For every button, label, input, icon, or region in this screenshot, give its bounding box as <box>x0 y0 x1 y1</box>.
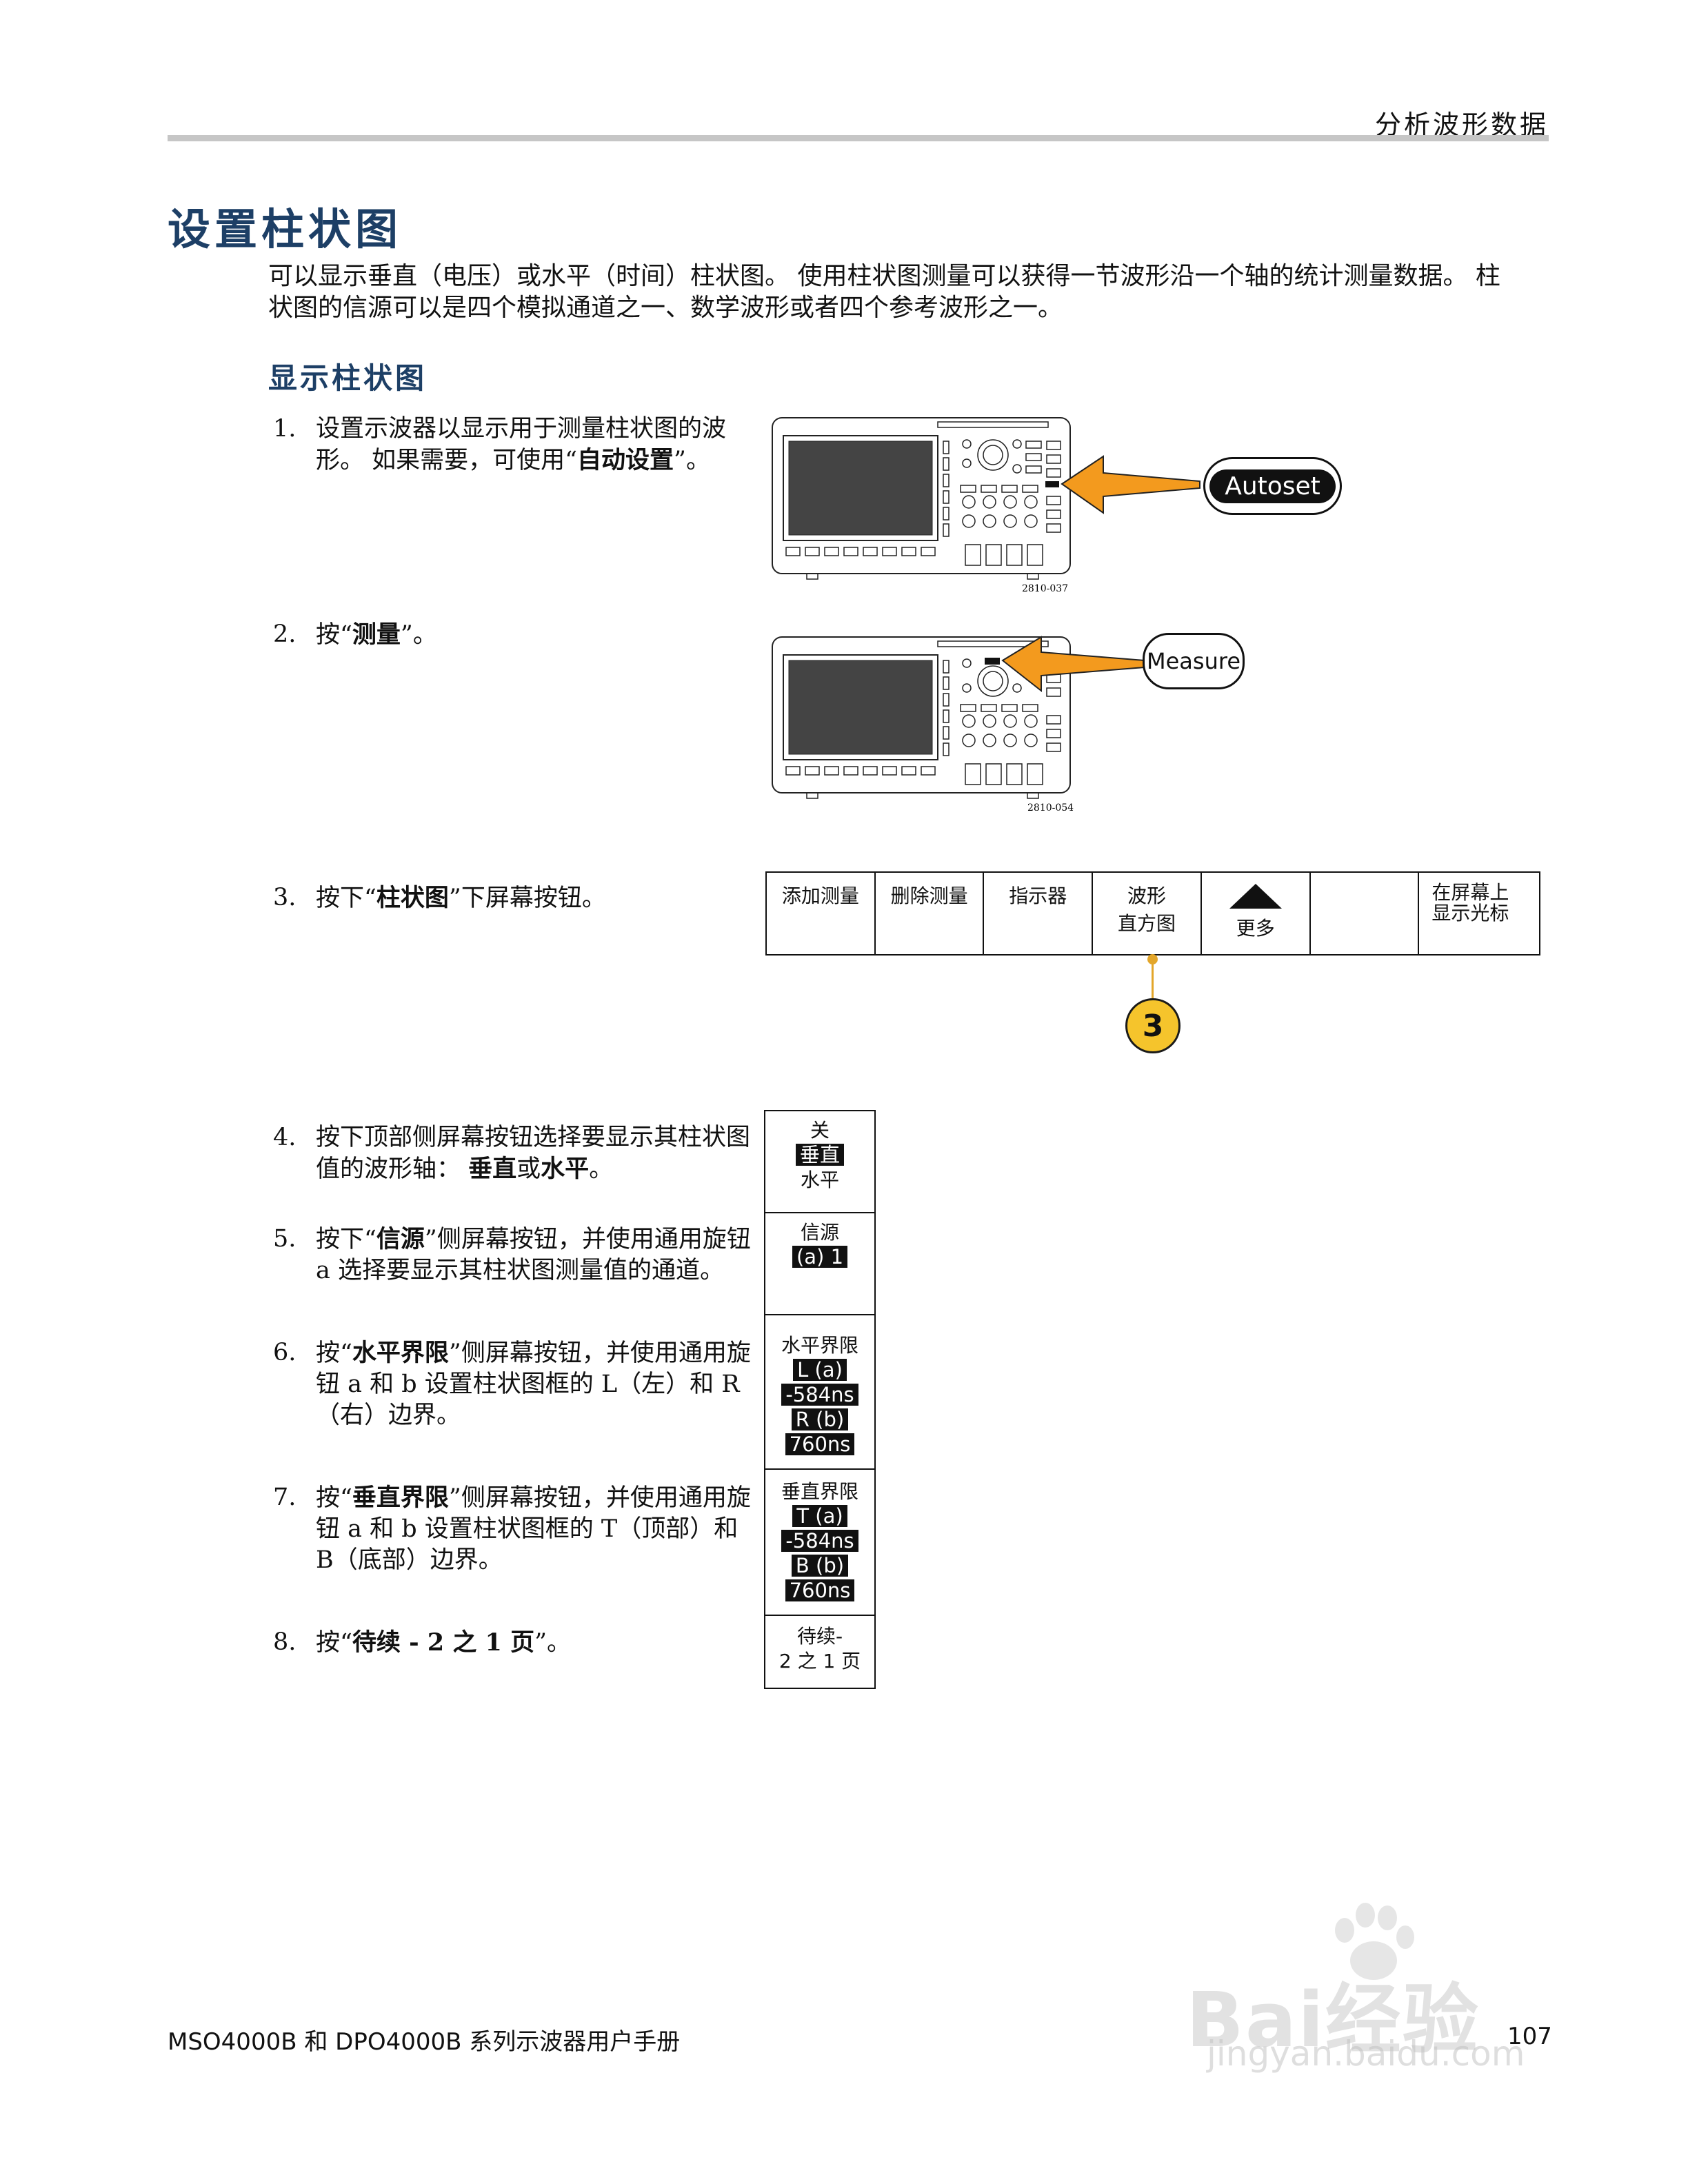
side-key-horizontal-limits[interactable]: 水平界限 L (a) -584ns R (b) 760ns <box>764 1314 876 1470</box>
figure-id: 2810-054 <box>1027 802 1074 813</box>
axis-off-label: 关 <box>810 1119 830 1142</box>
step-bold: 柱状图 <box>376 884 449 912</box>
step-number: 1. <box>273 415 297 443</box>
softkey-indicators[interactable]: 指示器 <box>984 873 1094 954</box>
step-bold: 垂直界限 <box>352 1484 449 1512</box>
intro-paragraph: 可以显示垂直（电压）或水平（时间）柱状图。 使用柱状图测量可以获得一节波形沿一个… <box>268 262 1500 322</box>
watermark: Bai经验 jingyan.baidu.com <box>1186 1903 1572 2074</box>
hlimits-a: L (a) <box>793 1359 847 1381</box>
softkey-label: 添加测量 <box>781 884 859 907</box>
step-text: ”。 <box>674 447 710 474</box>
softkey-show-cursors[interactable]: 在屏幕上显示光标 <box>1419 873 1539 954</box>
step-bold: 垂直 <box>468 1155 517 1183</box>
page-number: 107 <box>1507 2023 1552 2050</box>
step-text: 或 <box>516 1155 541 1183</box>
badge-leader-line <box>1152 960 1154 1000</box>
step-text: 按下“ <box>316 884 376 912</box>
softkey-more[interactable]: 更多 <box>1202 873 1311 954</box>
step-number: 8. <box>273 1628 297 1656</box>
measure-button-target <box>985 658 1000 665</box>
figure-id: 2810-037 <box>1022 583 1068 594</box>
step-text: ”侧屏幕按钮，并使用通用旋钮 a 选择要显示其柱状图测量值的通道。 <box>316 1226 751 1284</box>
hlimits-b: R (b) <box>791 1408 849 1430</box>
autoset-label: Autoset <box>1209 469 1336 503</box>
vlimits-b: B (b) <box>791 1555 849 1577</box>
step-number: 5. <box>273 1225 297 1253</box>
step-text: 按下“ <box>316 1226 376 1253</box>
watermark-url: jingyan.baidu.com <box>1207 2034 1525 2074</box>
paw-icon <box>1335 1903 1414 1980</box>
side-key-continue[interactable]: 待续- 2 之 1 页 <box>764 1615 876 1689</box>
continue-page: 2 之 1 页 <box>778 1650 861 1672</box>
section-subtitle: 显示柱状图 <box>268 361 428 395</box>
step-text: 按“ <box>316 1484 352 1512</box>
arrow-autoset <box>1061 455 1200 514</box>
softkey-label: 指示器 <box>1009 884 1067 907</box>
softkey-add-measurement[interactable]: 添加测量 <box>767 873 876 954</box>
continue-label: 待续- <box>796 1625 843 1648</box>
measure-label: Measure <box>1147 648 1240 674</box>
step-number: 3. <box>273 884 297 911</box>
oscilloscope-figure-measure: 2810-054 <box>772 636 1145 813</box>
hlimits-b-value: 760ns <box>785 1433 855 1455</box>
step-bold: 信源 <box>376 1225 425 1253</box>
step-text: ”。 <box>400 621 437 649</box>
step-number: 2. <box>273 620 297 648</box>
vlimits-label: 垂直界限 <box>781 1480 858 1503</box>
softkey-label: 波形 <box>1127 884 1167 907</box>
autoset-button-target <box>1045 481 1059 487</box>
step-text: 设置示波器以显示用于测量柱状图的波形。 如果需要，可使用“ <box>316 415 727 474</box>
source-label: 信源 <box>800 1221 839 1244</box>
step-bold: 水平界限 <box>352 1339 449 1367</box>
softkey-label: 直方图 <box>1118 912 1176 935</box>
softkey-blank[interactable] <box>1311 873 1420 954</box>
hlimits-a-value: -584ns <box>781 1384 858 1406</box>
step-number: 7. <box>273 1484 297 1511</box>
vlimits-a-value: -584ns <box>781 1530 858 1552</box>
step-text: 按“ <box>316 1339 352 1367</box>
softkey-remove-measurement[interactable]: 删除测量 <box>876 873 985 954</box>
step-text: 按下顶部侧屏幕按钮选择要显示其柱状图值的波形轴： <box>316 1124 751 1183</box>
softkey-label: 显示光标 <box>1431 902 1509 924</box>
footer-manual-title: MSO4000B 和 DPO4000B 系列示波器用户手册 <box>168 2028 681 2056</box>
vlimits-a: T (a) <box>792 1505 847 1527</box>
page-title: 设置柱状图 <box>168 204 403 254</box>
side-key-source[interactable]: 信源 (a) 1 <box>764 1212 876 1315</box>
step-badge: 3 <box>1125 998 1180 1053</box>
header-rule <box>168 135 1549 141</box>
step-bold: 水平 <box>541 1155 590 1183</box>
step-text: ”。 <box>534 1629 571 1657</box>
badge-leader-dot <box>1147 954 1158 964</box>
side-key-vertical-limits[interactable]: 垂直界限 T (a) -584ns B (b) 760ns <box>764 1468 876 1616</box>
step-bold: 自动设置 <box>577 446 674 474</box>
softkey-label: 删除测量 <box>890 884 968 907</box>
bottom-menu: 添加测量 删除测量 指示器 波形直方图 更多 在屏幕上显示光标 <box>765 871 1540 956</box>
triangle-up-icon <box>1229 884 1282 909</box>
measure-callout: Measure <box>1143 633 1245 689</box>
step-bold: 测量 <box>352 620 401 649</box>
step-text: ”下屏幕按钮。 <box>448 884 606 912</box>
step-number: 4. <box>273 1124 297 1151</box>
axis-horizontal-label: 水平 <box>800 1169 839 1191</box>
side-key-axis[interactable]: 关 垂直 水平 <box>764 1110 876 1213</box>
step-text: ”侧屏幕按钮，并使用通用旋钮 a 和 b 设置柱状图框的 T（顶部）和 B（底部… <box>316 1484 751 1574</box>
axis-vertical-selected: 垂直 <box>795 1144 844 1166</box>
autoset-callout: Autoset <box>1203 457 1342 515</box>
softkey-label: 更多 <box>1236 917 1275 940</box>
vlimits-b-value: 760ns <box>785 1579 855 1601</box>
running-header: 分析波形数据 <box>1374 110 1549 140</box>
oscilloscope-figure-autoset: 2810-037 <box>772 417 1200 594</box>
step-text: 按“ <box>316 1629 352 1657</box>
hlimits-label: 水平界限 <box>781 1334 858 1357</box>
softkey-waveform-histogram[interactable]: 波形直方图 <box>1093 873 1202 954</box>
step-text: 。 <box>589 1155 614 1183</box>
source-value: (a) 1 <box>792 1246 848 1268</box>
step-number: 6. <box>273 1339 297 1366</box>
watermark-brand: Bai经验 <box>1186 1976 1480 2064</box>
softkey-label: 在屏幕上 <box>1431 881 1509 904</box>
step-bold: 待续 - 2 之 1 页 <box>352 1628 535 1657</box>
step-text: ”侧屏幕按钮，并使用通用旋钮 a 和 b 设置柱状图框的 L（左）和 R（右）边… <box>316 1339 751 1429</box>
step-text: 按“ <box>316 621 352 649</box>
